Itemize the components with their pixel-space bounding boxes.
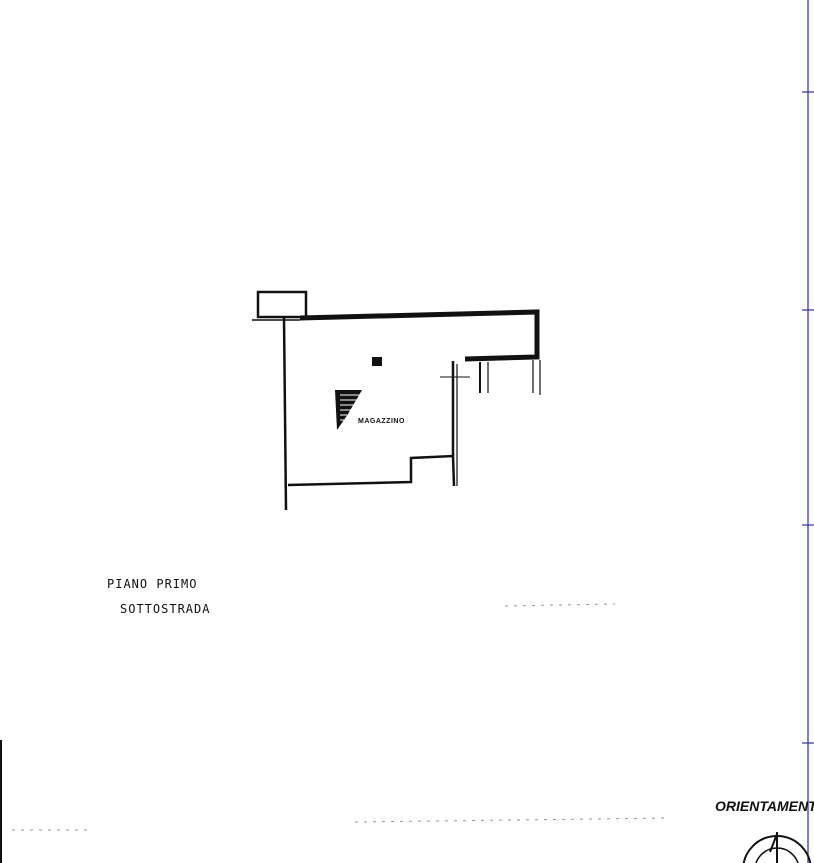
sheet-frame (802, 0, 814, 863)
pillar (372, 357, 382, 366)
building-outline (252, 290, 541, 511)
north-arrow-icon (742, 832, 812, 863)
floor-label: PIANO PRIMO (107, 577, 198, 591)
floor-sublabel: SOTTOSTRADA (120, 602, 211, 616)
orientation-label: ORIENTAMENTO (715, 798, 814, 814)
scan-noise (12, 603, 671, 831)
stair-symbol (335, 390, 362, 430)
room-label: MAGAZZINO (358, 418, 405, 425)
